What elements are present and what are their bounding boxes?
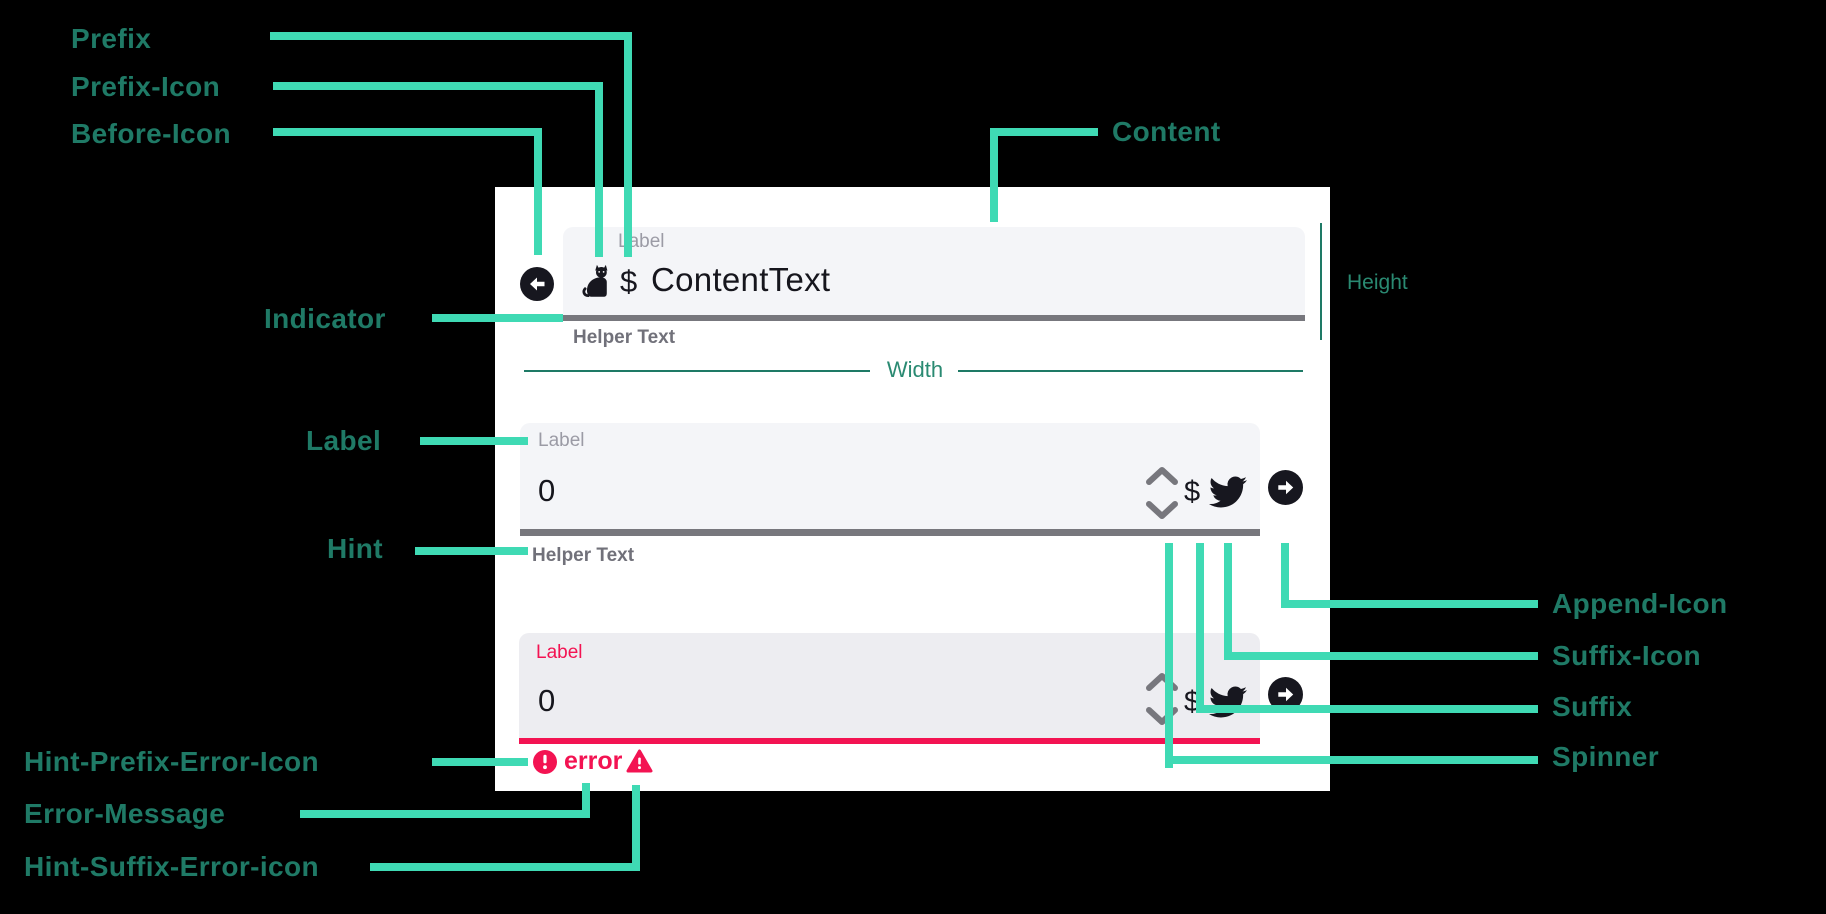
- hint-suffix-error-icon-leader-line-v: [632, 785, 640, 871]
- field-value: 0: [538, 473, 556, 508]
- suffix-leader-line-h: [1196, 705, 1538, 713]
- width-line-left: [524, 370, 870, 372]
- error-circle-icon: [533, 750, 557, 774]
- before-icon-leader-line-h: [273, 128, 542, 136]
- annotation-indicator: Indicator: [264, 303, 386, 334]
- annotation-hint-suffix-error-icon: Hint-Suffix-Error-icon: [24, 851, 320, 882]
- spinner-control[interactable]: [1142, 462, 1182, 524]
- suffix-icon-leader-line-h: [1224, 652, 1538, 660]
- helper-text: Helper Text: [573, 327, 676, 348]
- twitter-bird-icon: [1209, 473, 1247, 511]
- twitter-bird-icon: [1209, 683, 1247, 721]
- error-message-text: error: [564, 747, 623, 775]
- height-measure-label: Height: [1347, 271, 1408, 294]
- label-leader-line: [420, 437, 528, 445]
- error-underline: [519, 738, 1260, 744]
- arrow-right-circle-icon[interactable]: [1268, 470, 1303, 505]
- suffix-leader-line-v: [1196, 543, 1204, 713]
- dollar-suffix: $: [1184, 476, 1201, 508]
- spinner-down-icon: [1146, 501, 1178, 519]
- field-label: Label: [538, 430, 585, 451]
- annotation-spinner: Spinner: [1552, 741, 1660, 772]
- annotation-append-icon: Append-Icon: [1552, 588, 1728, 619]
- spinner-up-icon: [1146, 467, 1178, 485]
- prefix-icon-leader-line-h: [273, 82, 603, 90]
- dollar-prefix: $: [620, 264, 638, 299]
- annotation-prefix-icon: Prefix-Icon: [71, 71, 221, 102]
- error-message-leader-line-h: [300, 810, 590, 818]
- field-underline: [563, 315, 1305, 321]
- text-input-field[interactable]: [563, 227, 1305, 315]
- hint-prefix-error-icon-leader-line: [432, 758, 528, 766]
- field-value: ContentText: [651, 261, 831, 298]
- annotation-hint-prefix-error-icon: Hint-Prefix-Error-Icon: [24, 746, 320, 777]
- hint-leader-line: [415, 547, 528, 555]
- height-line: [1320, 223, 1322, 340]
- content-leader-line-v: [990, 128, 998, 222]
- field-underline: [520, 529, 1260, 536]
- indicator-leader-line: [432, 314, 563, 322]
- annotation-before-icon: Before-Icon: [71, 118, 231, 149]
- warning-triangle-icon: [626, 749, 653, 774]
- cat-icon: [577, 263, 615, 301]
- annotation-label: Label: [306, 425, 382, 456]
- annotation-content: Content: [1112, 116, 1221, 147]
- before-icon-leader-line-v: [534, 128, 542, 255]
- annotation-prefix: Prefix: [71, 23, 152, 54]
- spinner-control[interactable]: [1142, 668, 1182, 730]
- field-value: 0: [538, 683, 556, 718]
- content-leader-line-h: [990, 128, 1098, 136]
- append-icon-leader-line-h: [1281, 600, 1538, 608]
- suffix-icon-leader-line-v: [1224, 543, 1232, 660]
- annotation-suffix: Suffix: [1552, 691, 1633, 722]
- append-icon-leader-line-v: [1281, 543, 1289, 608]
- width-measure-label: Width: [886, 357, 944, 382]
- prefix-leader-line-v: [624, 32, 632, 257]
- number-input-field[interactable]: [520, 423, 1260, 529]
- field-label: Label: [536, 642, 583, 663]
- number-input-field-error[interactable]: [519, 633, 1260, 738]
- annotation-suffix-icon: Suffix-Icon: [1552, 640, 1702, 671]
- annotation-hint: Hint: [327, 533, 384, 564]
- annotation-error-message: Error-Message: [24, 798, 226, 829]
- helper-text: Helper Text: [532, 545, 635, 566]
- error-message-leader-line-v: [582, 783, 590, 818]
- spinner-leader-line-v: [1165, 543, 1173, 768]
- spinner-leader-line-h: [1165, 756, 1538, 764]
- prefix-icon-leader-line-v: [595, 82, 603, 257]
- hint-suffix-error-icon-leader-line-h: [370, 863, 640, 871]
- arrow-right-circle-icon[interactable]: [1268, 677, 1303, 712]
- prefix-leader-line-h: [270, 32, 632, 40]
- width-line-right: [958, 370, 1303, 372]
- arrow-left-circle-icon[interactable]: [520, 267, 554, 301]
